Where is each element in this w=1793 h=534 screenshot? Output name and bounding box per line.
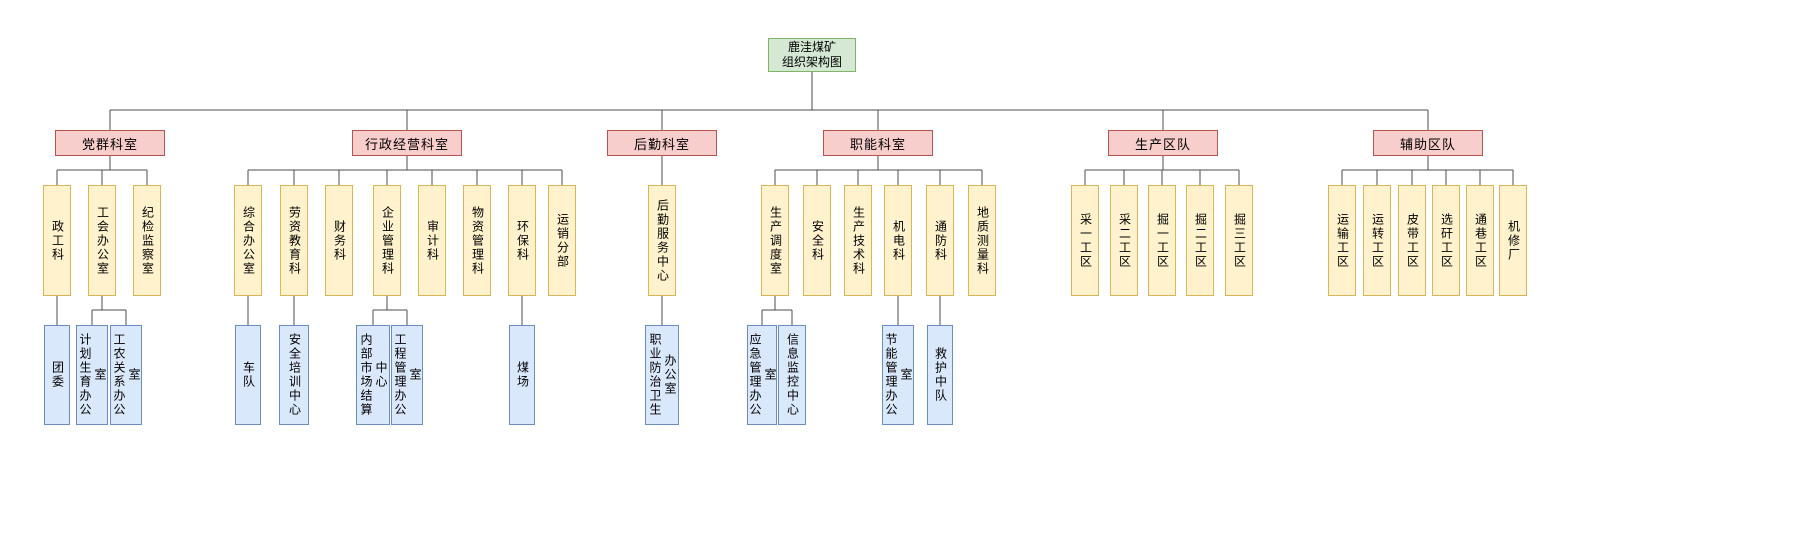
section-enterprise-mgmt: 企业管理科 — [373, 185, 401, 296]
section-label: 生产调度室 — [768, 205, 783, 276]
section-tunnel-team: 通巷工区 — [1466, 185, 1494, 296]
office-label: 煤场 — [515, 361, 530, 389]
section-label: 纪检监察室 — [140, 205, 155, 276]
section-label: 机电科 — [891, 219, 906, 262]
section-materials-mgmt: 物资管理科 — [463, 185, 491, 296]
section-label: 通巷工区 — [1473, 212, 1488, 269]
section-label: 工会办公室 — [95, 205, 110, 276]
section-label: 物资管理科 — [470, 205, 485, 276]
section-label: 劳资教育科 — [287, 205, 302, 276]
root-title: 鹿洼煤矿 组织架构图 — [782, 40, 842, 70]
office-family-planning: 计划生育办公室 — [76, 325, 108, 425]
office-occupational-health: 职业防治卫生办公室 — [645, 325, 679, 425]
section-environment: 环保科 — [508, 185, 536, 296]
office-project-mgmt: 工程管理办公室 — [391, 325, 423, 425]
section-label: 安全科 — [810, 219, 825, 262]
section-label: 财务科 — [332, 219, 347, 262]
office-info-monitoring: 信息监控中心 — [778, 325, 806, 425]
office-safety-training-center: 安全培训中心 — [279, 325, 309, 425]
section-geology-survey: 地质测量科 — [968, 185, 996, 296]
dept-node-production-teams: 生产区队 — [1108, 130, 1218, 156]
office-motorcade: 车队 — [235, 325, 261, 425]
root-title-line1: 鹿洼煤矿 — [787, 40, 836, 54]
section-sales-transport: 运销分部 — [548, 185, 576, 296]
section-finance: 财务科 — [325, 185, 353, 296]
section-political-work: 政工科 — [43, 185, 71, 296]
office-label: 工农关系办公室 — [112, 333, 141, 417]
office-label: 节能管理办公室 — [884, 333, 913, 417]
section-label: 企业管理科 — [380, 205, 395, 276]
section-label: 采一工区 — [1078, 212, 1093, 269]
dept-node-functional: 职能科室 — [823, 130, 933, 156]
section-safety: 安全科 — [803, 185, 831, 296]
section-label: 审计科 — [425, 219, 440, 262]
office-label: 安全培训中心 — [287, 333, 302, 417]
section-label: 生产技术科 — [851, 205, 866, 276]
section-gangue-sorting-team: 选矸工区 — [1432, 185, 1460, 296]
section-belt-team: 皮带工区 — [1398, 185, 1426, 296]
section-general-office: 综合办公室 — [234, 185, 262, 296]
root-title-line2: 组织架构图 — [781, 55, 842, 69]
section-union-office: 工会办公室 — [88, 185, 116, 296]
section-label: 掘二工区 — [1193, 212, 1208, 269]
section-label: 皮带工区 — [1405, 212, 1420, 269]
section-label: 地质测量科 — [975, 205, 990, 276]
office-label: 内部市场结算中心 — [359, 333, 388, 417]
section-label: 运转工区 — [1370, 212, 1385, 269]
section-mining-team-2: 采二工区 — [1110, 185, 1138, 296]
section-logistics-service-center: 后勤服务中心 — [648, 185, 676, 296]
office-label: 救护中队 — [933, 347, 948, 403]
section-label: 后勤服务中心 — [655, 198, 670, 283]
dept-node-party-mass: 党群科室 — [55, 130, 165, 156]
section-label: 综合办公室 — [241, 205, 256, 276]
office-energy-saving: 节能管理办公室 — [882, 325, 914, 425]
office-youth-league: 团委 — [44, 325, 70, 425]
section-ventilation: 通防科 — [926, 185, 954, 296]
section-machine-repair-plant: 机修厂 — [1499, 185, 1527, 296]
office-internal-market-settlement: 内部市场结算中心 — [356, 325, 390, 425]
root-node: 鹿洼煤矿 组织架构图 — [768, 38, 856, 72]
office-emergency-mgmt: 应急管理办公室 — [747, 325, 777, 425]
office-rescue-squad: 救护中队 — [927, 325, 953, 425]
section-audit: 审计科 — [418, 185, 446, 296]
office-coal-yard: 煤场 — [509, 325, 535, 425]
section-label: 运销分部 — [555, 212, 570, 269]
dept-node-admin-operations: 行政经营科室 — [352, 130, 462, 156]
section-mechatronics: 机电科 — [884, 185, 912, 296]
section-operation-team: 运转工区 — [1363, 185, 1391, 296]
office-label: 应急管理办公室 — [748, 333, 777, 417]
section-label: 采二工区 — [1117, 212, 1132, 269]
section-label: 选矸工区 — [1439, 212, 1454, 269]
section-excavation-team-2: 掘二工区 — [1186, 185, 1214, 296]
section-label: 环保科 — [515, 219, 530, 262]
section-label: 掘一工区 — [1155, 212, 1170, 269]
section-label: 机修厂 — [1506, 219, 1521, 262]
office-label: 计划生育办公室 — [78, 333, 107, 417]
section-label: 政工科 — [50, 219, 65, 262]
section-label: 运输工区 — [1335, 212, 1350, 269]
section-excavation-team-3: 掘三工区 — [1225, 185, 1253, 296]
office-label: 团委 — [50, 361, 65, 389]
office-label: 工程管理办公室 — [393, 333, 422, 417]
office-label: 信息监控中心 — [785, 333, 800, 417]
section-discipline-inspection: 纪检监察室 — [133, 185, 161, 296]
section-production-tech: 生产技术科 — [844, 185, 872, 296]
office-worker-farmer-relations: 工农关系办公室 — [110, 325, 142, 425]
dept-node-logistics: 后勤科室 — [607, 130, 717, 156]
section-mining-team-1: 采一工区 — [1071, 185, 1099, 296]
office-label: 车队 — [241, 361, 256, 389]
office-label: 职业防治卫生办公室 — [648, 333, 677, 417]
dept-node-auxiliary-teams: 辅助区队 — [1373, 130, 1483, 156]
section-production-dispatch: 生产调度室 — [761, 185, 789, 296]
section-label: 掘三工区 — [1232, 212, 1247, 269]
section-transport-team: 运输工区 — [1328, 185, 1356, 296]
section-label: 通防科 — [933, 219, 948, 262]
section-labor-education: 劳资教育科 — [280, 185, 308, 296]
section-excavation-team-1: 掘一工区 — [1148, 185, 1176, 296]
